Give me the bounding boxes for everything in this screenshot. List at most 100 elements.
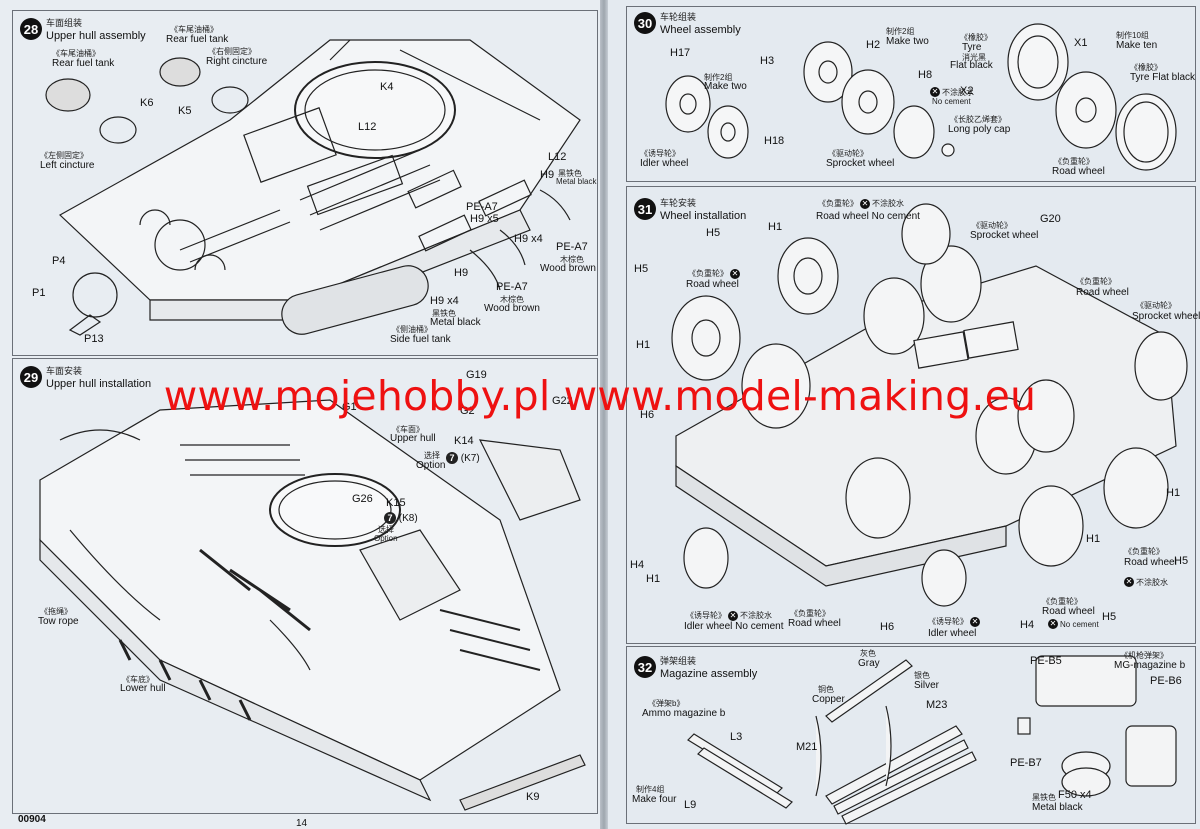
part-m23: M23 xyxy=(926,699,948,711)
label-lower-hull: Lower hull xyxy=(120,683,166,694)
label-h9-color: Metal black xyxy=(556,177,597,186)
label-lower-hull-cn: 《车底》 xyxy=(122,675,154,684)
panel-step-29 xyxy=(12,358,598,814)
part-h6-a: H6 xyxy=(640,409,655,421)
label-sprocket-1: Sprocket wheel xyxy=(970,230,1039,241)
no-cement-cn: 不涂胶水 xyxy=(872,199,904,208)
label-rear-fuel-tank-2: Rear fuel tank xyxy=(166,34,229,45)
no-cement-icon: ✕ xyxy=(1124,577,1134,587)
label-road-wheel: Road wheel xyxy=(1052,166,1105,177)
part-h17: H17 xyxy=(670,47,691,59)
part-g22: G22 xyxy=(552,395,573,407)
step-title-cn: 车面组装 xyxy=(46,19,83,29)
part-p1: P1 xyxy=(32,287,46,299)
part-l12-b: L12 xyxy=(548,151,567,163)
part-h9-x5: H9 x5 xyxy=(470,213,499,225)
step-title-cn: 车面安装 xyxy=(46,367,83,377)
part-h9-x4-b: H9 x4 xyxy=(430,295,459,307)
step-number-badge: 28 xyxy=(20,18,42,40)
label-make-four: Make four xyxy=(632,794,677,805)
part-k7: (K7) xyxy=(460,453,480,464)
watermark-text: www.mojehobby.pl www.model-making.eu xyxy=(163,372,1037,420)
magazine-assembly-drawing xyxy=(687,655,1177,825)
label-upper-hull-cn: 《车面》 xyxy=(392,425,424,434)
part-g20: G20 xyxy=(1040,213,1061,225)
part-f50-x4: F50 x4 xyxy=(1058,789,1092,801)
part-x1: X1 xyxy=(1074,37,1088,49)
part-h5-a: H5 xyxy=(706,227,721,239)
label-silver: Silver xyxy=(914,680,940,691)
label-road-wheel-6-cn: 《负重轮》 xyxy=(1042,597,1082,606)
label-road-wheel-6: Road wheel xyxy=(1042,606,1095,617)
label-f50-color-cn: 黑铁色 xyxy=(1032,793,1056,802)
step-number-badge: 30 xyxy=(634,12,656,34)
hull-installation-drawing xyxy=(39,399,586,811)
panel-step-28 xyxy=(12,10,598,356)
label-left-cincture-cn: 《左侧固定》 xyxy=(40,151,88,160)
no-cement-icon: ✕ xyxy=(860,198,870,209)
part-pe-a7-a: PE-A7 xyxy=(466,201,498,213)
label-tyre-2: Tyre Flat black xyxy=(1130,72,1195,83)
no-cement-cn: 不涂胶水 xyxy=(1136,577,1168,587)
part-pe-b5: PE-B5 xyxy=(1030,655,1062,667)
part-m21: M21 xyxy=(796,741,818,753)
part-h18: H18 xyxy=(764,135,785,147)
no-cement-icon: ✕ xyxy=(730,268,740,279)
part-l9: L9 xyxy=(684,799,697,811)
road-1-cn: 《负重轮》 xyxy=(818,199,858,208)
part-x2: X2 xyxy=(960,85,974,97)
option-marker-k8: 7 (K8) xyxy=(384,512,418,524)
no-cement-icon: ✕ xyxy=(1048,619,1058,629)
label-silver-cn: 银色 xyxy=(914,671,930,680)
h8-no-cement: No cement xyxy=(932,97,971,106)
label-idler-2-cn: 《诱导轮》✕ xyxy=(928,616,980,627)
label-make-ten: Make ten xyxy=(1116,40,1158,51)
part-h1-e: H1 xyxy=(1086,533,1101,545)
part-l12-a: L12 xyxy=(358,121,377,133)
road-4-no-cement: ✕不涂胶水 xyxy=(1124,576,1168,588)
label-option-cn: 选择 xyxy=(424,451,440,460)
label-road-wheel-4-cn: 《负重轮》 xyxy=(1124,547,1164,556)
label-rear-fuel-tank-2-cn: 《车尾油桶》 xyxy=(170,25,218,34)
part-h5-d: H5 xyxy=(1102,611,1117,623)
part-h1-b: H1 xyxy=(636,339,651,351)
part-g26: G26 xyxy=(352,493,373,505)
label-rear-fuel-tank-cn: 《车尾油桶》 xyxy=(52,49,100,58)
part-k5: K5 xyxy=(178,105,192,117)
label-tyre-2-cn: 《橡胶》 xyxy=(1130,63,1162,72)
part-g1: G1 xyxy=(342,401,357,413)
part-h1-c: H1 xyxy=(1166,487,1181,499)
label-make-four-cn: 制作4组 xyxy=(636,785,665,794)
step-number-badge: 31 xyxy=(634,198,656,220)
label-make-ten-cn: 制作10组 xyxy=(1116,31,1149,40)
label-road-wheel-5-cn: 《负重轮》 xyxy=(790,609,830,618)
part-h4-b: H4 xyxy=(1020,619,1035,631)
label-road-wheel-3-cn: 《负重轮》 xyxy=(1076,277,1116,286)
road-6-no-cement: ✕No cement xyxy=(1048,618,1099,630)
part-h5-b: H5 xyxy=(634,263,649,275)
label-road-wheel-1-cn: 《负重轮》✕不涂胶水 xyxy=(818,198,904,209)
label-tyre-color: Flat black xyxy=(950,60,993,71)
label-road-wheel-1: Road wheel No cement xyxy=(816,211,920,222)
label-h2-make-two-cn: 制作2组 xyxy=(886,27,915,36)
no-cement-cn: 不涂胶水 xyxy=(740,611,772,620)
step-title: Wheel assembly xyxy=(660,24,741,36)
part-h5-c: H5 xyxy=(1174,555,1189,567)
road-1-en: Road wheel xyxy=(816,211,869,222)
label-left-cincture: Left cincture xyxy=(40,160,95,171)
label-pe-a7-color-cn: 木棕色 xyxy=(560,255,584,264)
part-h1-d: H1 xyxy=(646,573,661,585)
label-make-two: Make two xyxy=(704,81,747,92)
label-upper-hull: Upper hull xyxy=(390,433,436,444)
part-k15: K15 xyxy=(386,497,406,509)
step-title: Magazine assembly xyxy=(660,668,758,680)
wheel-installation-drawing xyxy=(671,203,1188,607)
label-road-wheel-cn: 《负重轮》 xyxy=(1054,157,1094,166)
label-pe-a7-c-color: Wood brown xyxy=(484,303,540,314)
part-h1-a: H1 xyxy=(768,221,783,233)
part-h8: H8 xyxy=(918,69,933,81)
part-pe-a7-b: PE-A7 xyxy=(556,241,588,253)
no-cement-cn: 不涂胶水 xyxy=(942,87,974,97)
